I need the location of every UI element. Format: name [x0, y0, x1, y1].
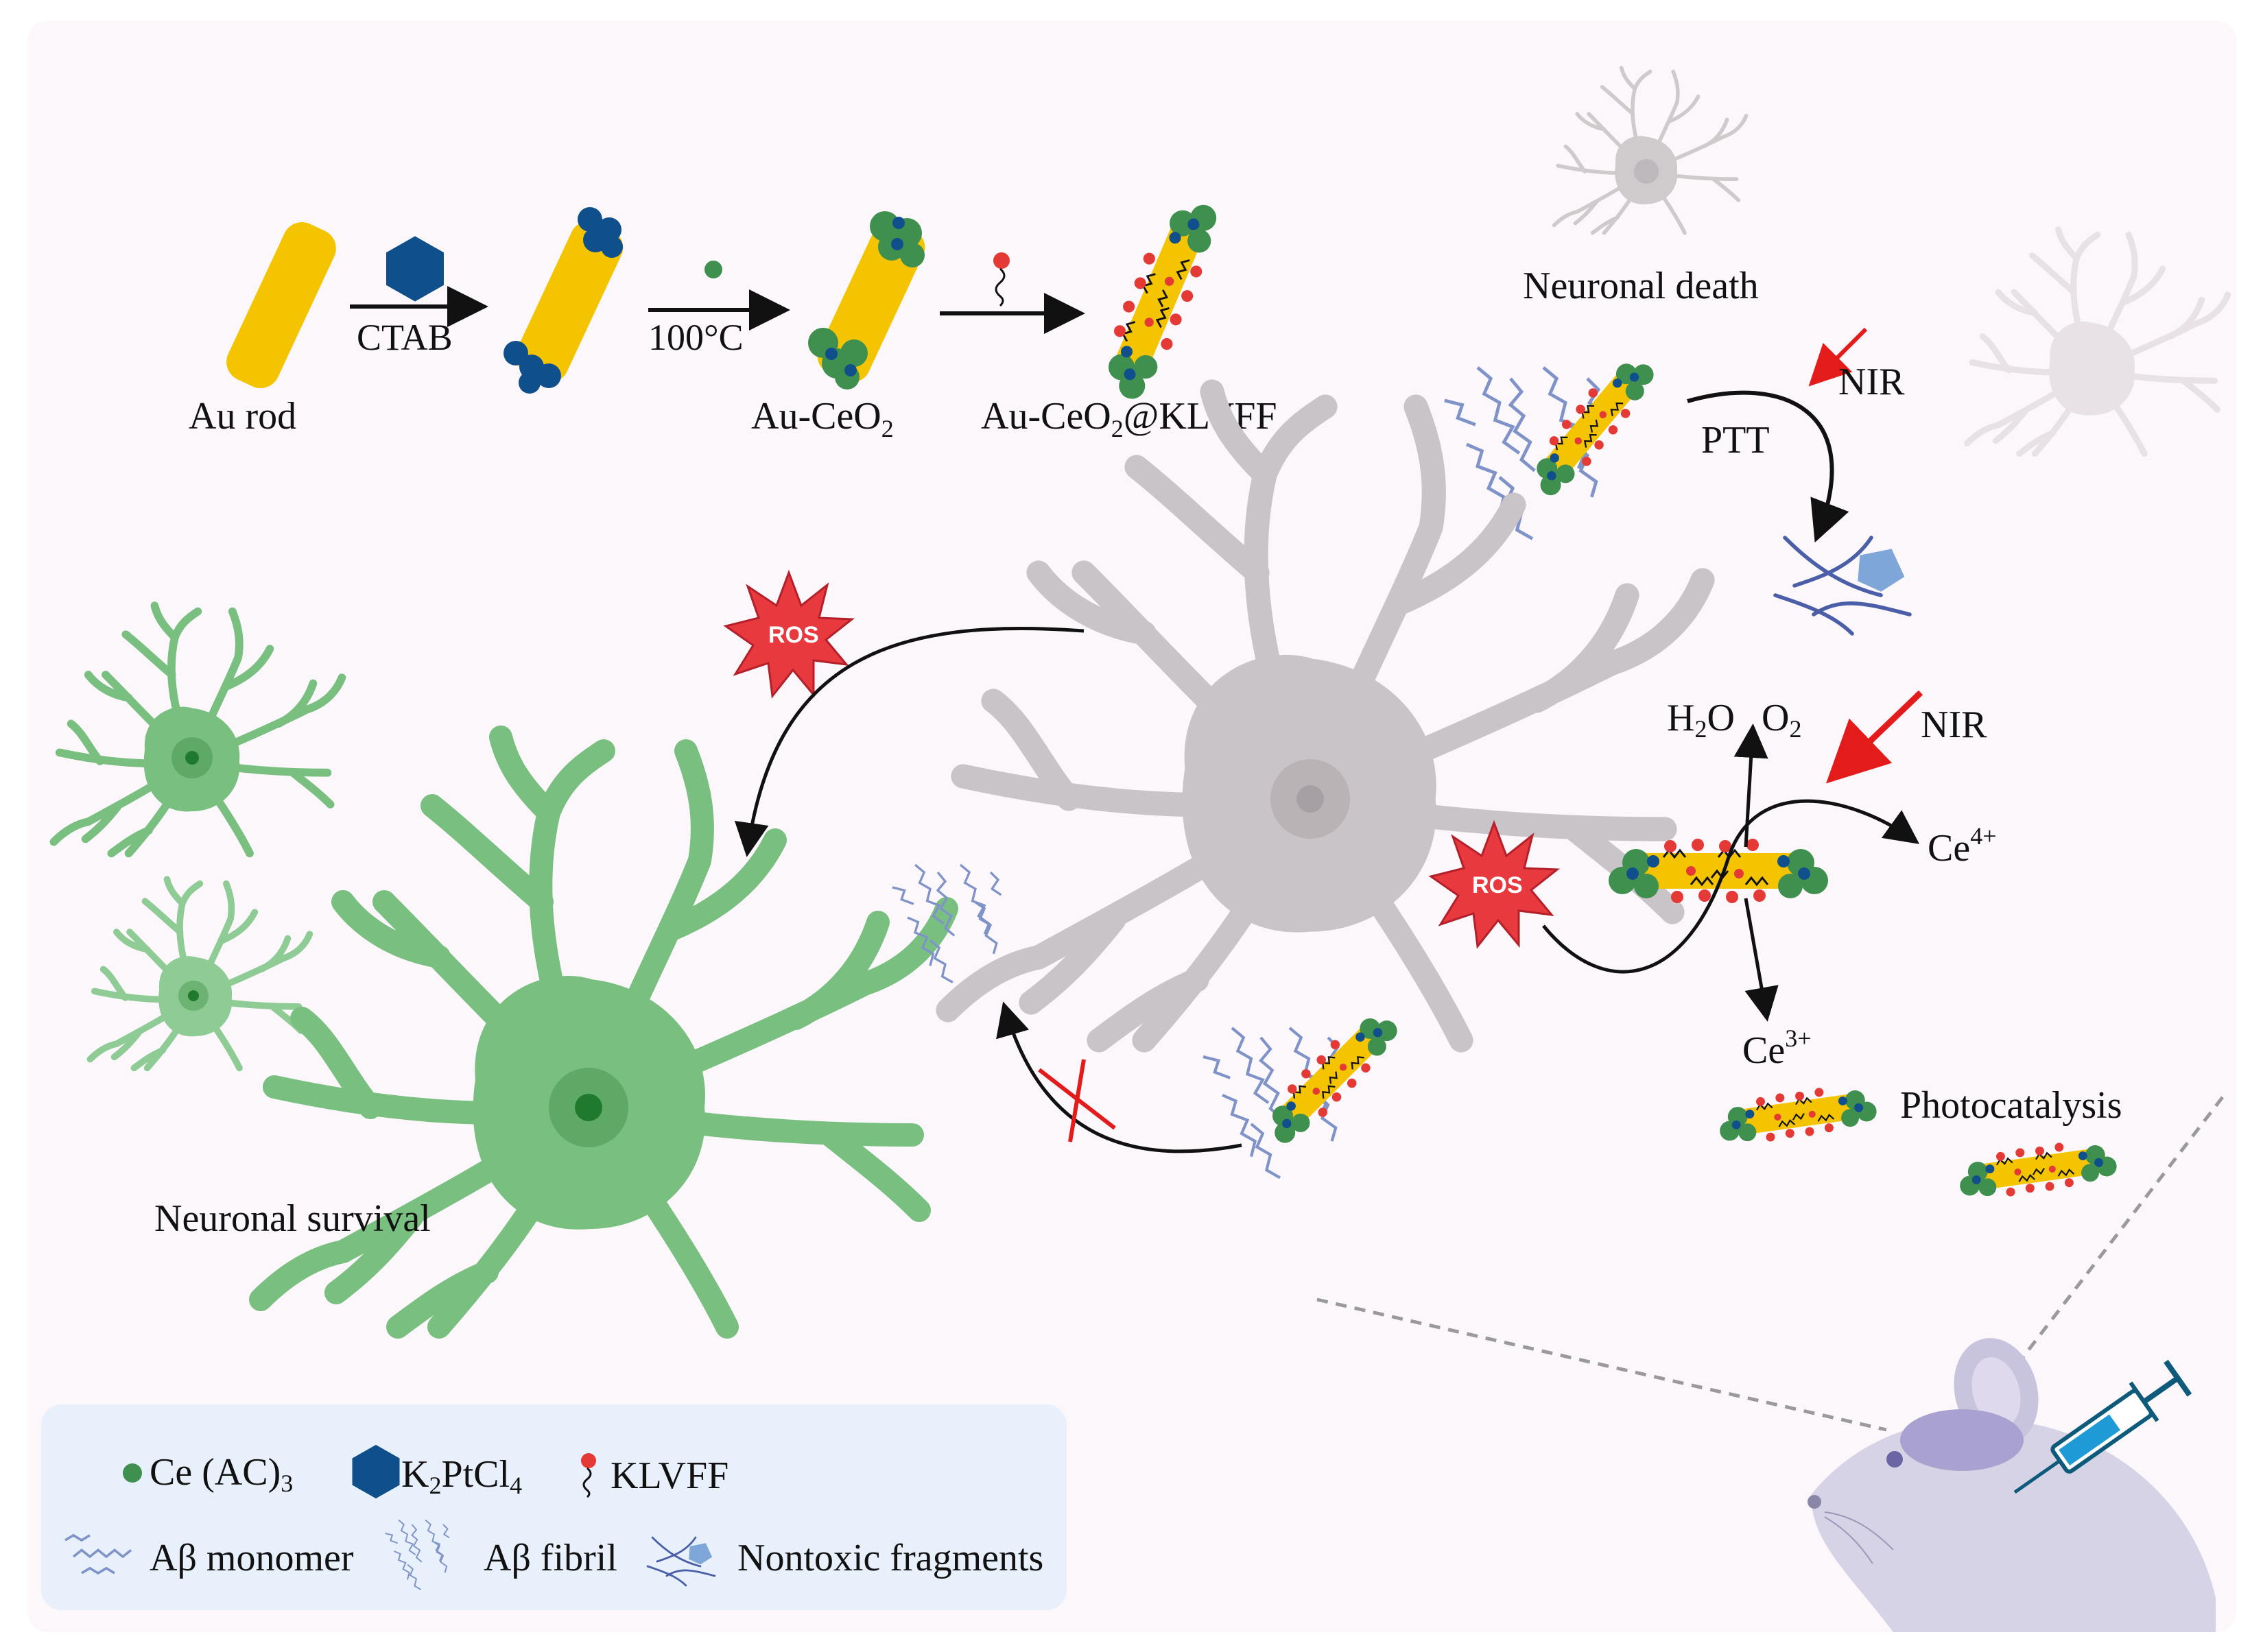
au-ceo2-klvff-label: Au-CeO2@KLVFF	[981, 395, 1277, 442]
ce4-label: Ce4+	[1928, 822, 1997, 870]
legend-ce-ac3-label: Ce (AC)3	[150, 1451, 293, 1497]
zoom-guide-line-2	[1995, 1096, 2224, 1393]
o2-label: O2	[1762, 697, 1801, 743]
au-ceo2-rod-graphic	[808, 211, 925, 390]
photocatalysis-label: Photocatalysis	[1900, 1084, 2122, 1127]
ros-scavenging-curve	[1542, 799, 1920, 974]
legend-k2ptcl4-label: K2PtCl4	[401, 1453, 522, 1499]
neuronal-survival-label: Neuronal survival	[154, 1197, 431, 1240]
temperature-label: 100°C	[648, 317, 744, 358]
legend-klvff-icon	[581, 1453, 596, 1498]
nir-ray-top	[1808, 327, 1868, 387]
ptt-arrow	[1687, 390, 1849, 543]
ce-ac3-dot-icon	[704, 261, 722, 278]
nir-ray-right	[1826, 690, 1923, 784]
neuronal-death-label: Neuronal death	[1523, 265, 1759, 307]
au-pt-rod-graphic	[503, 207, 624, 394]
nir-label-top: NIR	[1838, 361, 1905, 403]
au-rod-label: Au rod	[189, 395, 296, 438]
ce3-arrow	[1744, 898, 1779, 1022]
legend-ab-monomer-label: Aβ monomer	[150, 1537, 354, 1579]
klvff-peptide-icon	[993, 252, 1010, 307]
blocked-aggregation-arrow	[996, 1001, 1242, 1153]
ctab-label: CTAB	[357, 317, 453, 358]
legend-ce-ac3-icon	[123, 1463, 142, 1483]
mouse-graphic	[1808, 1338, 2216, 1632]
au-ceo2-label: Au-CeO2	[751, 395, 894, 442]
blocked-cross-icon	[1038, 1059, 1116, 1142]
legend-ab-fibril-label: Aβ fibril	[484, 1537, 617, 1579]
legend-nontoxic-label: Nontoxic fragments	[737, 1537, 1043, 1579]
ros-to-survival-arrow	[734, 626, 1085, 857]
nir-label-right: NIR	[1921, 704, 1987, 746]
ce3-label: Ce3+	[1742, 1025, 1812, 1072]
ros-label-right: ROS	[1472, 872, 1523, 898]
background	[27, 21, 2236, 1632]
synthesis-row: Au rod CTAB 100°C Au-CeO2	[189, 189, 1277, 442]
h2o-o2-arrow	[1733, 723, 1768, 848]
legend-panel: Ce (AC)3 K2PtCl4 KLVFF Aβ monomer Aβ fib…	[41, 1404, 1067, 1610]
syringe-icon	[2013, 1359, 2192, 1494]
zoom-guide-line-1	[1316, 1297, 1887, 1432]
ptt-label: PTT	[1701, 419, 1770, 462]
legend-klvff-label: KLVFF	[611, 1455, 728, 1497]
au-rod-graphic	[226, 222, 336, 388]
ros-label-left: ROS	[768, 622, 819, 648]
h2o-label: H2O	[1667, 697, 1735, 743]
